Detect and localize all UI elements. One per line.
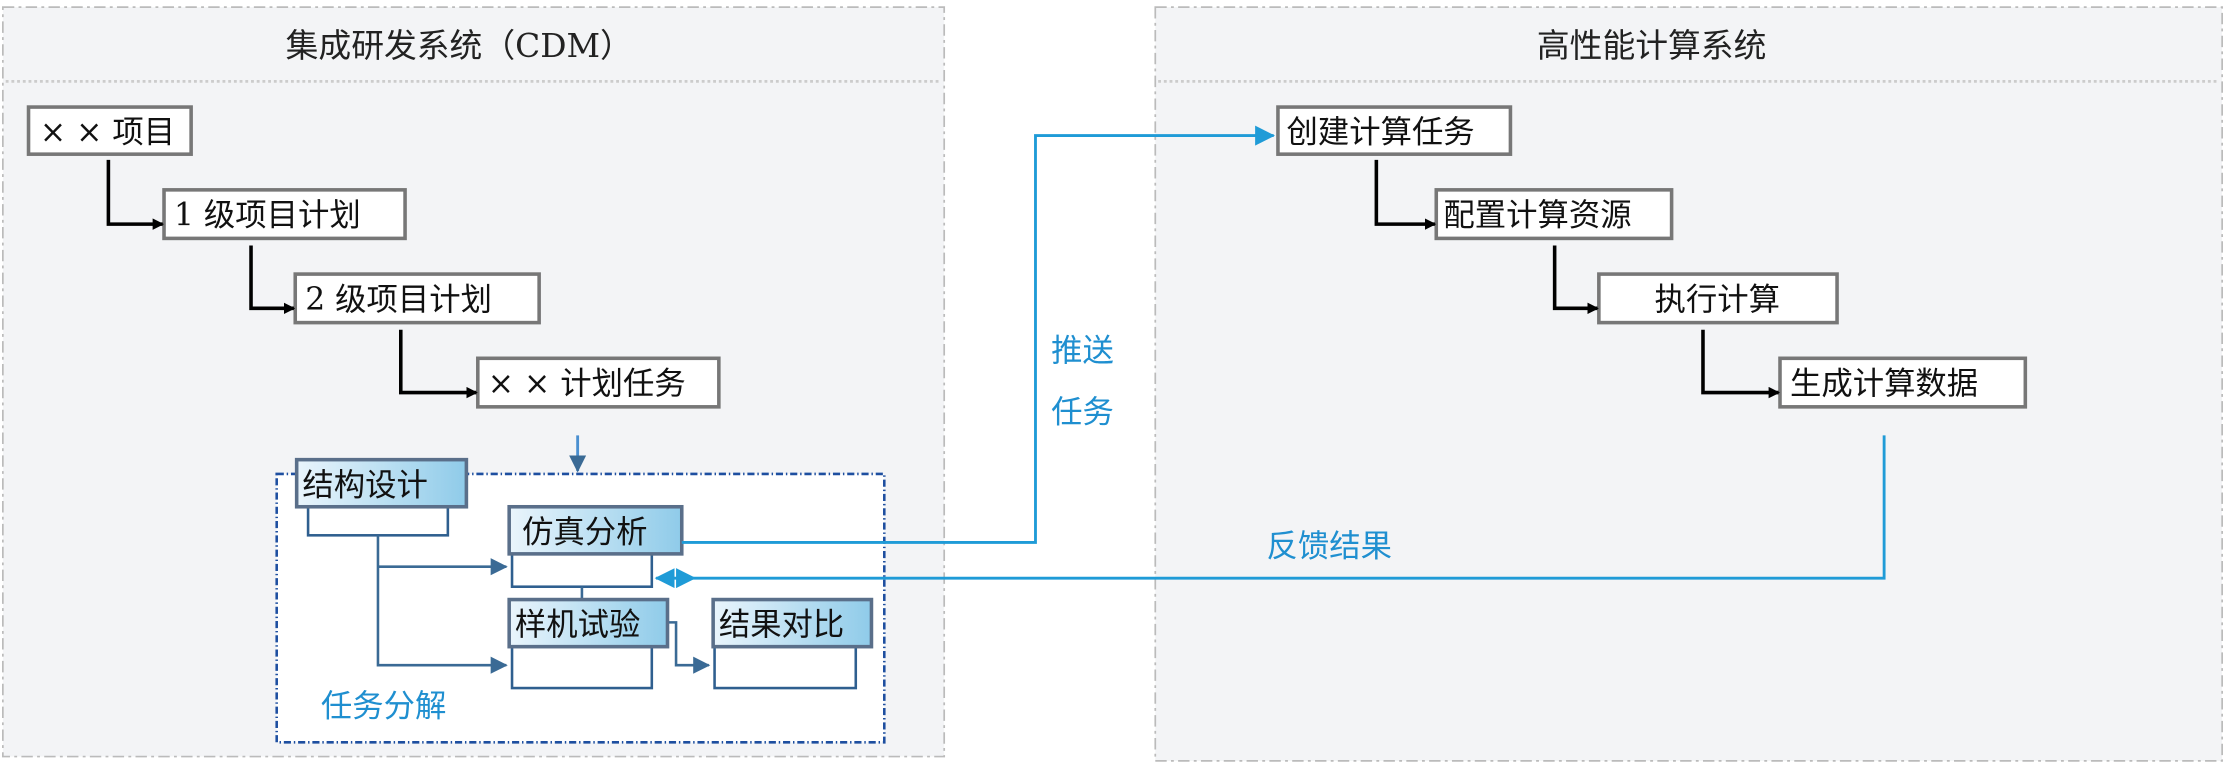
elbow-arrow-1 — [106, 159, 165, 230]
hierarchy-item-project: × × 项目 — [26, 105, 193, 156]
hierarchy-item-plan-task: × × 计划任务 — [476, 356, 721, 409]
hpc-panel-title: 高性能计算系统 — [1537, 27, 1766, 65]
elbow-arrow-6 — [1701, 329, 1780, 399]
feedback-arrow — [654, 435, 1886, 589]
task-decomposition-label: 任务分解 — [321, 689, 446, 725]
task-prototype-test: 样机试验 — [507, 597, 670, 649]
svg-text:样机试验: 样机试验 — [515, 607, 640, 643]
feedback-arrow-head-2 — [676, 568, 697, 589]
elbow-arrow-3 — [399, 329, 478, 399]
svg-text:结构设计: 结构设计 — [302, 467, 427, 503]
step-execute: 执行计算 — [1597, 272, 1839, 325]
feedback-label: 反馈结果 — [1267, 529, 1392, 565]
cdm-panel: 集成研发系统（CDM） × × 项目 1 级项目计划 2 级项目计划 × × 计… — [1, 6, 946, 758]
step-generate-data: 生成计算数据 — [1778, 356, 2028, 409]
svg-text:2 级项目计划: 2 级项目计划 — [305, 282, 492, 318]
task-structure-design: 结构设计 — [294, 457, 469, 509]
push-task-label-2: 任务 — [1051, 395, 1114, 431]
svg-text:执行计算: 执行计算 — [1655, 282, 1780, 318]
push-task-arrow — [681, 125, 1276, 544]
cdm-panel-title: 集成研发系统（CDM） — [286, 27, 633, 65]
task-decomposition-group: 任务分解 结构设计 仿真分析 样机试验 结果对比 — [275, 457, 886, 744]
svg-text:生成计算数据: 生成计算数据 — [1790, 366, 1978, 402]
hpc-panel: 高性能计算系统 创建计算任务 配置计算资源 执行计算 生成计算数据 — [1154, 6, 2224, 762]
svg-text:配置计算资源: 配置计算资源 — [1443, 198, 1631, 234]
step-configure-resources: 配置计算资源 — [1434, 188, 1674, 241]
svg-text:× × 计划任务: × × 计划任务 — [488, 366, 686, 402]
svg-text:× × 项目: × × 项目 — [40, 115, 175, 151]
hierarchy-item-level1-plan: 1 级项目计划 — [162, 188, 407, 241]
push-task-label: 推送 — [1051, 333, 1114, 369]
svg-text:结果对比: 结果对比 — [719, 607, 844, 643]
svg-text:仿真分析: 仿真分析 — [522, 514, 647, 550]
svg-text:1 级项目计划: 1 级项目计划 — [174, 198, 361, 234]
elbow-arrow-2 — [249, 245, 296, 315]
hierarchy-item-level2-plan: 2 级项目计划 — [293, 272, 541, 325]
task-result-comparison: 结果对比 — [711, 597, 874, 649]
elbow-arrow-4 — [1374, 159, 1437, 230]
task-simulation-analysis: 仿真分析 — [507, 504, 684, 556]
step-create-task: 创建计算任务 — [1276, 105, 1513, 156]
elbow-arrow-5 — [1552, 245, 1599, 315]
svg-text:创建计算任务: 创建计算任务 — [1287, 115, 1475, 151]
